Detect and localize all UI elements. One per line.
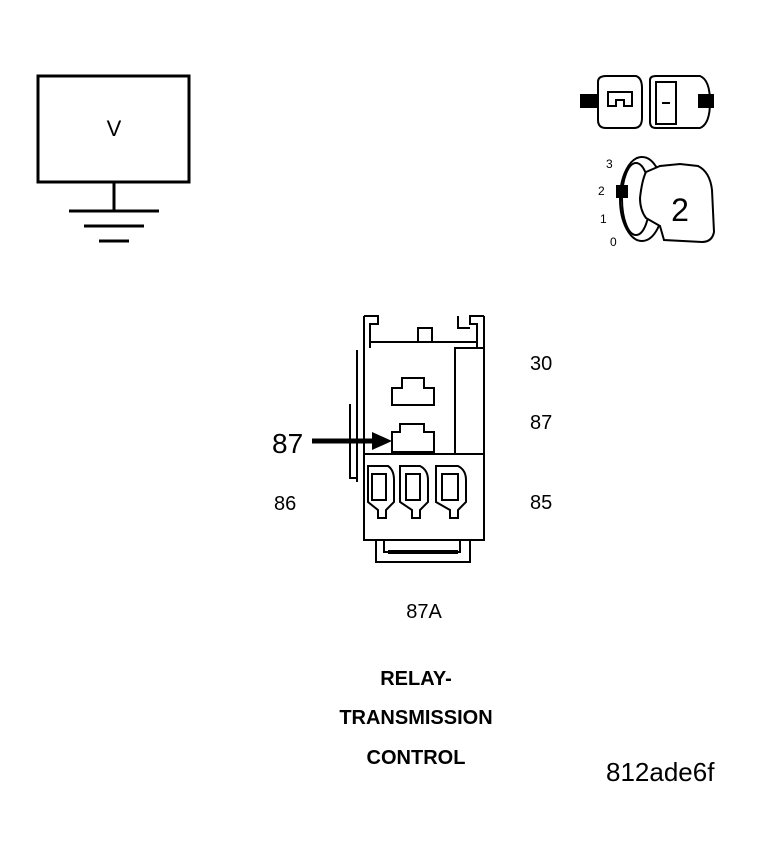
- relay-latch-bar: [388, 550, 458, 554]
- ignition-key-icon: 3 2 1 0 2: [598, 156, 716, 249]
- ignition-position-2: 2: [598, 184, 605, 198]
- ignition-position-3: 3: [606, 157, 613, 171]
- ground-icon: [69, 182, 159, 243]
- voltmeter-symbol: V: [107, 116, 122, 141]
- pin-label-30: 30: [530, 353, 552, 375]
- ignition-selected-position: 2: [671, 192, 689, 228]
- pin-label-87: 87: [530, 412, 552, 434]
- ignition-position-1: 1: [600, 212, 607, 226]
- ignition-position-0: 0: [610, 235, 617, 249]
- relay-title-line-2: TRANSMISSION: [339, 707, 492, 729]
- relay-title-line-3: CONTROL: [367, 747, 466, 769]
- figure-id: 812ade6f: [606, 757, 715, 787]
- pin-label-87a: 87A: [406, 601, 442, 623]
- relay-connector: [349, 315, 485, 563]
- probe-arrow: [312, 432, 392, 450]
- pin-label-85: 85: [530, 492, 552, 514]
- probe-pin-label: 87: [272, 428, 303, 459]
- pin-label-86: 86: [274, 493, 296, 515]
- connector-icon: [580, 75, 714, 129]
- voltmeter: V: [36, 74, 191, 243]
- ignition-pointer: [616, 185, 628, 198]
- relay-title-line-1: RELAY-: [380, 668, 452, 690]
